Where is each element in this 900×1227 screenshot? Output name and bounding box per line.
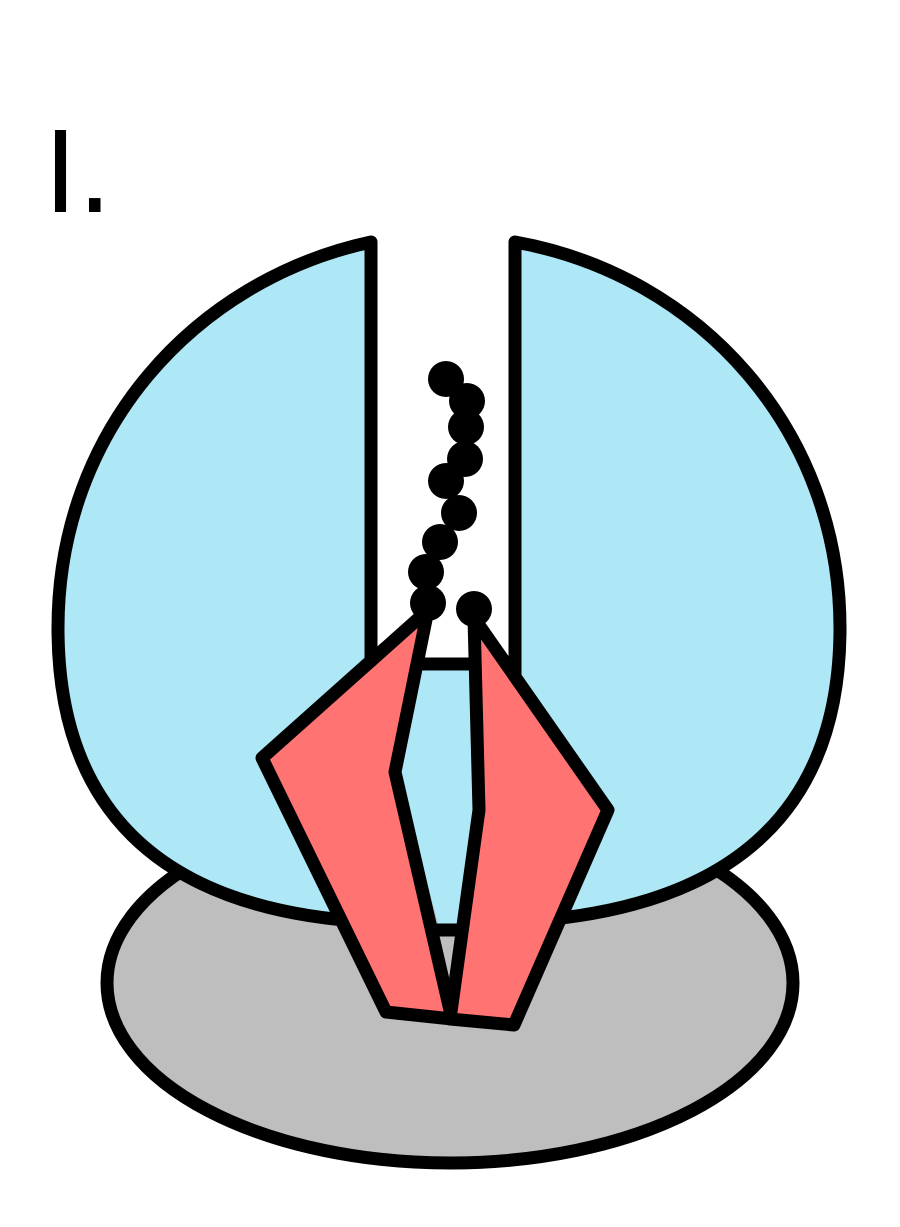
- chain-bead: [410, 585, 446, 621]
- hairpin-right-strand: [443, 611, 615, 1032]
- chain-bead: [422, 524, 458, 560]
- exit-tunnel: [395, 664, 475, 930]
- large-subunit-right: [508, 235, 847, 929]
- panel-label: I.: [44, 109, 113, 239]
- chain-bead: [441, 495, 477, 531]
- chain-bead: [448, 409, 484, 445]
- hairpin-left-strand: [255, 603, 459, 1026]
- nascent-chain: [408, 361, 492, 627]
- chain-bead: [456, 591, 492, 627]
- chain-bead: [449, 383, 485, 419]
- chain-bead: [408, 554, 444, 590]
- chain-bead: [428, 463, 464, 499]
